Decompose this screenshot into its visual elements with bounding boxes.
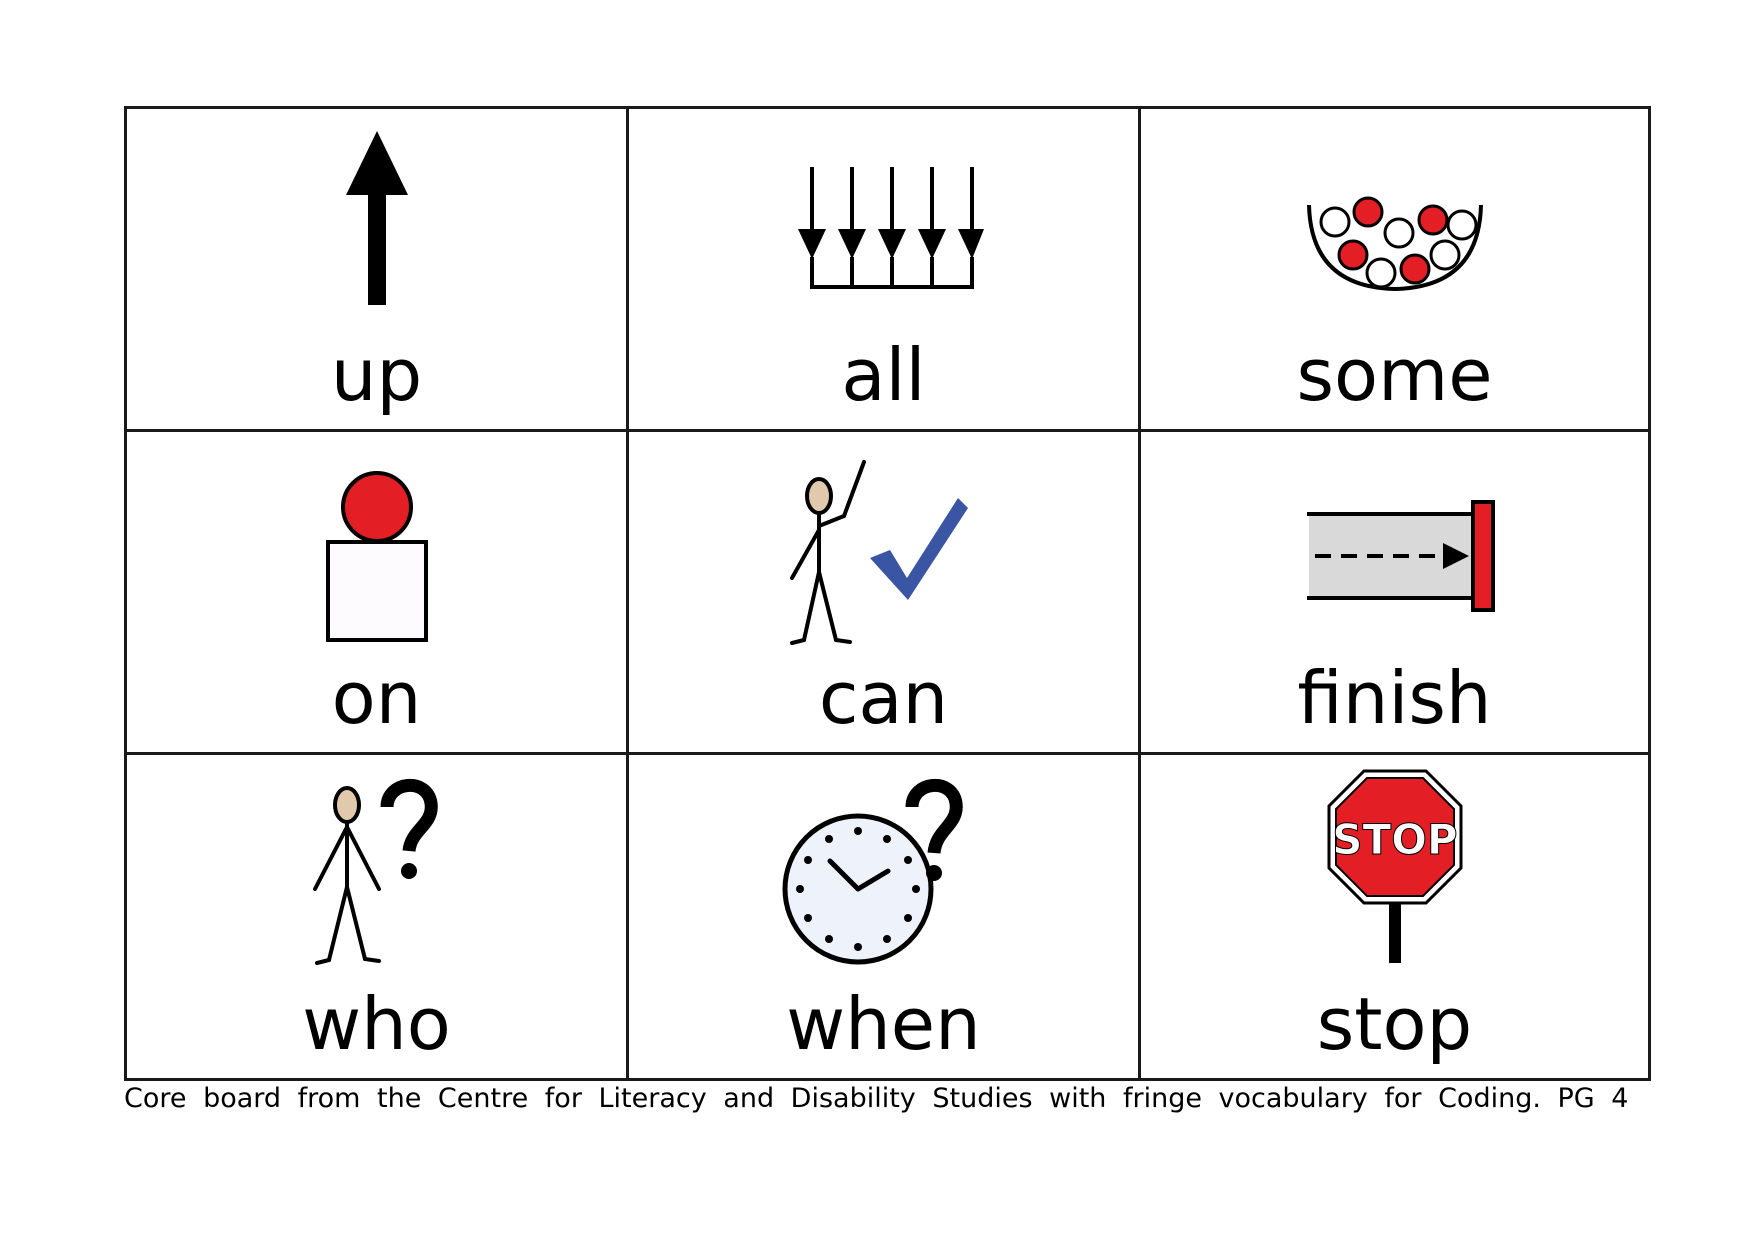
word-label: some <box>1296 333 1493 417</box>
word-label: finish <box>1297 656 1492 740</box>
word-label: stop <box>1316 982 1473 1066</box>
cell-when[interactable]: when <box>629 755 1141 1078</box>
core-board: up <box>124 106 1651 1081</box>
person-checkmark-icon <box>629 440 1138 650</box>
word-label: when <box>786 982 981 1066</box>
cell-some[interactable]: some <box>1141 109 1648 432</box>
all-arrows-icon <box>629 117 1138 327</box>
stop-sign-text: STOP <box>1332 815 1457 864</box>
cell-up[interactable]: up <box>127 109 629 432</box>
clock-question-icon <box>629 763 1138 973</box>
person-question-icon <box>127 763 626 973</box>
cell-on[interactable]: on <box>127 432 629 755</box>
cell-finish[interactable]: finish <box>1141 432 1648 755</box>
cell-can[interactable]: can <box>629 432 1141 755</box>
bowl-of-balls-icon <box>1141 117 1648 327</box>
ball-on-box-icon <box>127 440 626 650</box>
word-label: up <box>330 333 423 417</box>
finish-line-icon <box>1141 440 1648 650</box>
word-label: can <box>818 656 949 740</box>
word-label: on <box>331 656 422 740</box>
cell-who[interactable]: who <box>127 755 629 1078</box>
arrow-up-icon <box>127 117 626 327</box>
word-label: who <box>302 982 451 1066</box>
cell-all[interactable]: all <box>629 109 1141 432</box>
stop-sign-icon: STOP <box>1141 763 1648 973</box>
cell-stop[interactable]: STOP stop <box>1141 755 1648 1078</box>
page-caption: Core board from the Centre for Literacy … <box>124 1083 1629 1114</box>
word-label: all <box>841 333 926 417</box>
